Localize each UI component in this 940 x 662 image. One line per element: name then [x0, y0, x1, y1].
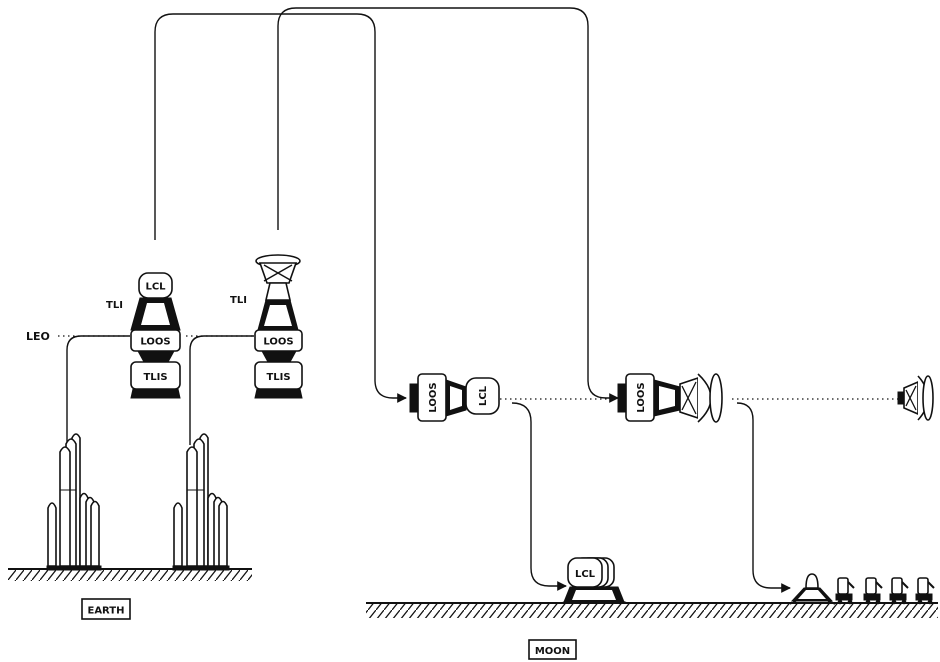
stack-1-loos-label: LOOS	[140, 337, 170, 348]
stack-2-tlis-label: TLIS	[266, 372, 290, 383]
lunar-ascent-vehicle	[789, 573, 836, 605]
orbit-vehicle-1-loos-label: LOOS	[428, 382, 439, 412]
tli-label-2: TLI	[230, 295, 247, 306]
transfer-path-1	[154, 13, 407, 403]
lunar-orbit-vehicle-2: LOOS	[617, 373, 723, 423]
moon-ground	[366, 602, 938, 618]
transfer-path-2	[277, 7, 619, 403]
surface-unit-1	[835, 577, 855, 605]
moon-label-box: MOON	[528, 639, 577, 660]
leo-label: LEO	[26, 330, 50, 343]
descent-path-1	[511, 402, 567, 591]
stack-1-tlis-label: TLIS	[143, 372, 167, 383]
earth-ground	[8, 568, 252, 581]
surface-unit-2	[863, 577, 883, 605]
descent-path-2	[736, 402, 791, 593]
ascent-path-2	[189, 335, 254, 445]
stack-1: LCL LOOS TLIS	[130, 272, 181, 399]
tli-label-1: TLI	[106, 300, 123, 311]
orbit-vehicle-2-loos-label: LOOS	[636, 382, 647, 412]
landed-lcl-label: LCL	[575, 569, 596, 580]
earth-label-box: EARTH	[81, 598, 131, 620]
trajectory-paths	[66, 7, 791, 593]
orbit-vehicle-1-lcl-label: LCL	[478, 385, 489, 406]
earth-label: EARTH	[87, 606, 124, 617]
stack-2-loos-label: LOOS	[263, 337, 293, 348]
moon-label: MOON	[535, 646, 570, 657]
lunar-orbit-vehicle-1: LOOS LCL	[409, 373, 500, 422]
stack-2: LOOS TLIS	[254, 254, 303, 399]
launch-vehicle-1	[46, 433, 102, 571]
return-capsule	[897, 375, 934, 421]
launch-vehicle-2	[172, 433, 230, 571]
surface-units	[835, 577, 935, 605]
stack-1-lcl-label: LCL	[145, 282, 166, 293]
landed-lcl-cluster: LCL	[561, 557, 628, 604]
surface-unit-3	[889, 577, 909, 605]
surface-unit-4	[915, 577, 935, 605]
ascent-path-1	[66, 335, 130, 445]
